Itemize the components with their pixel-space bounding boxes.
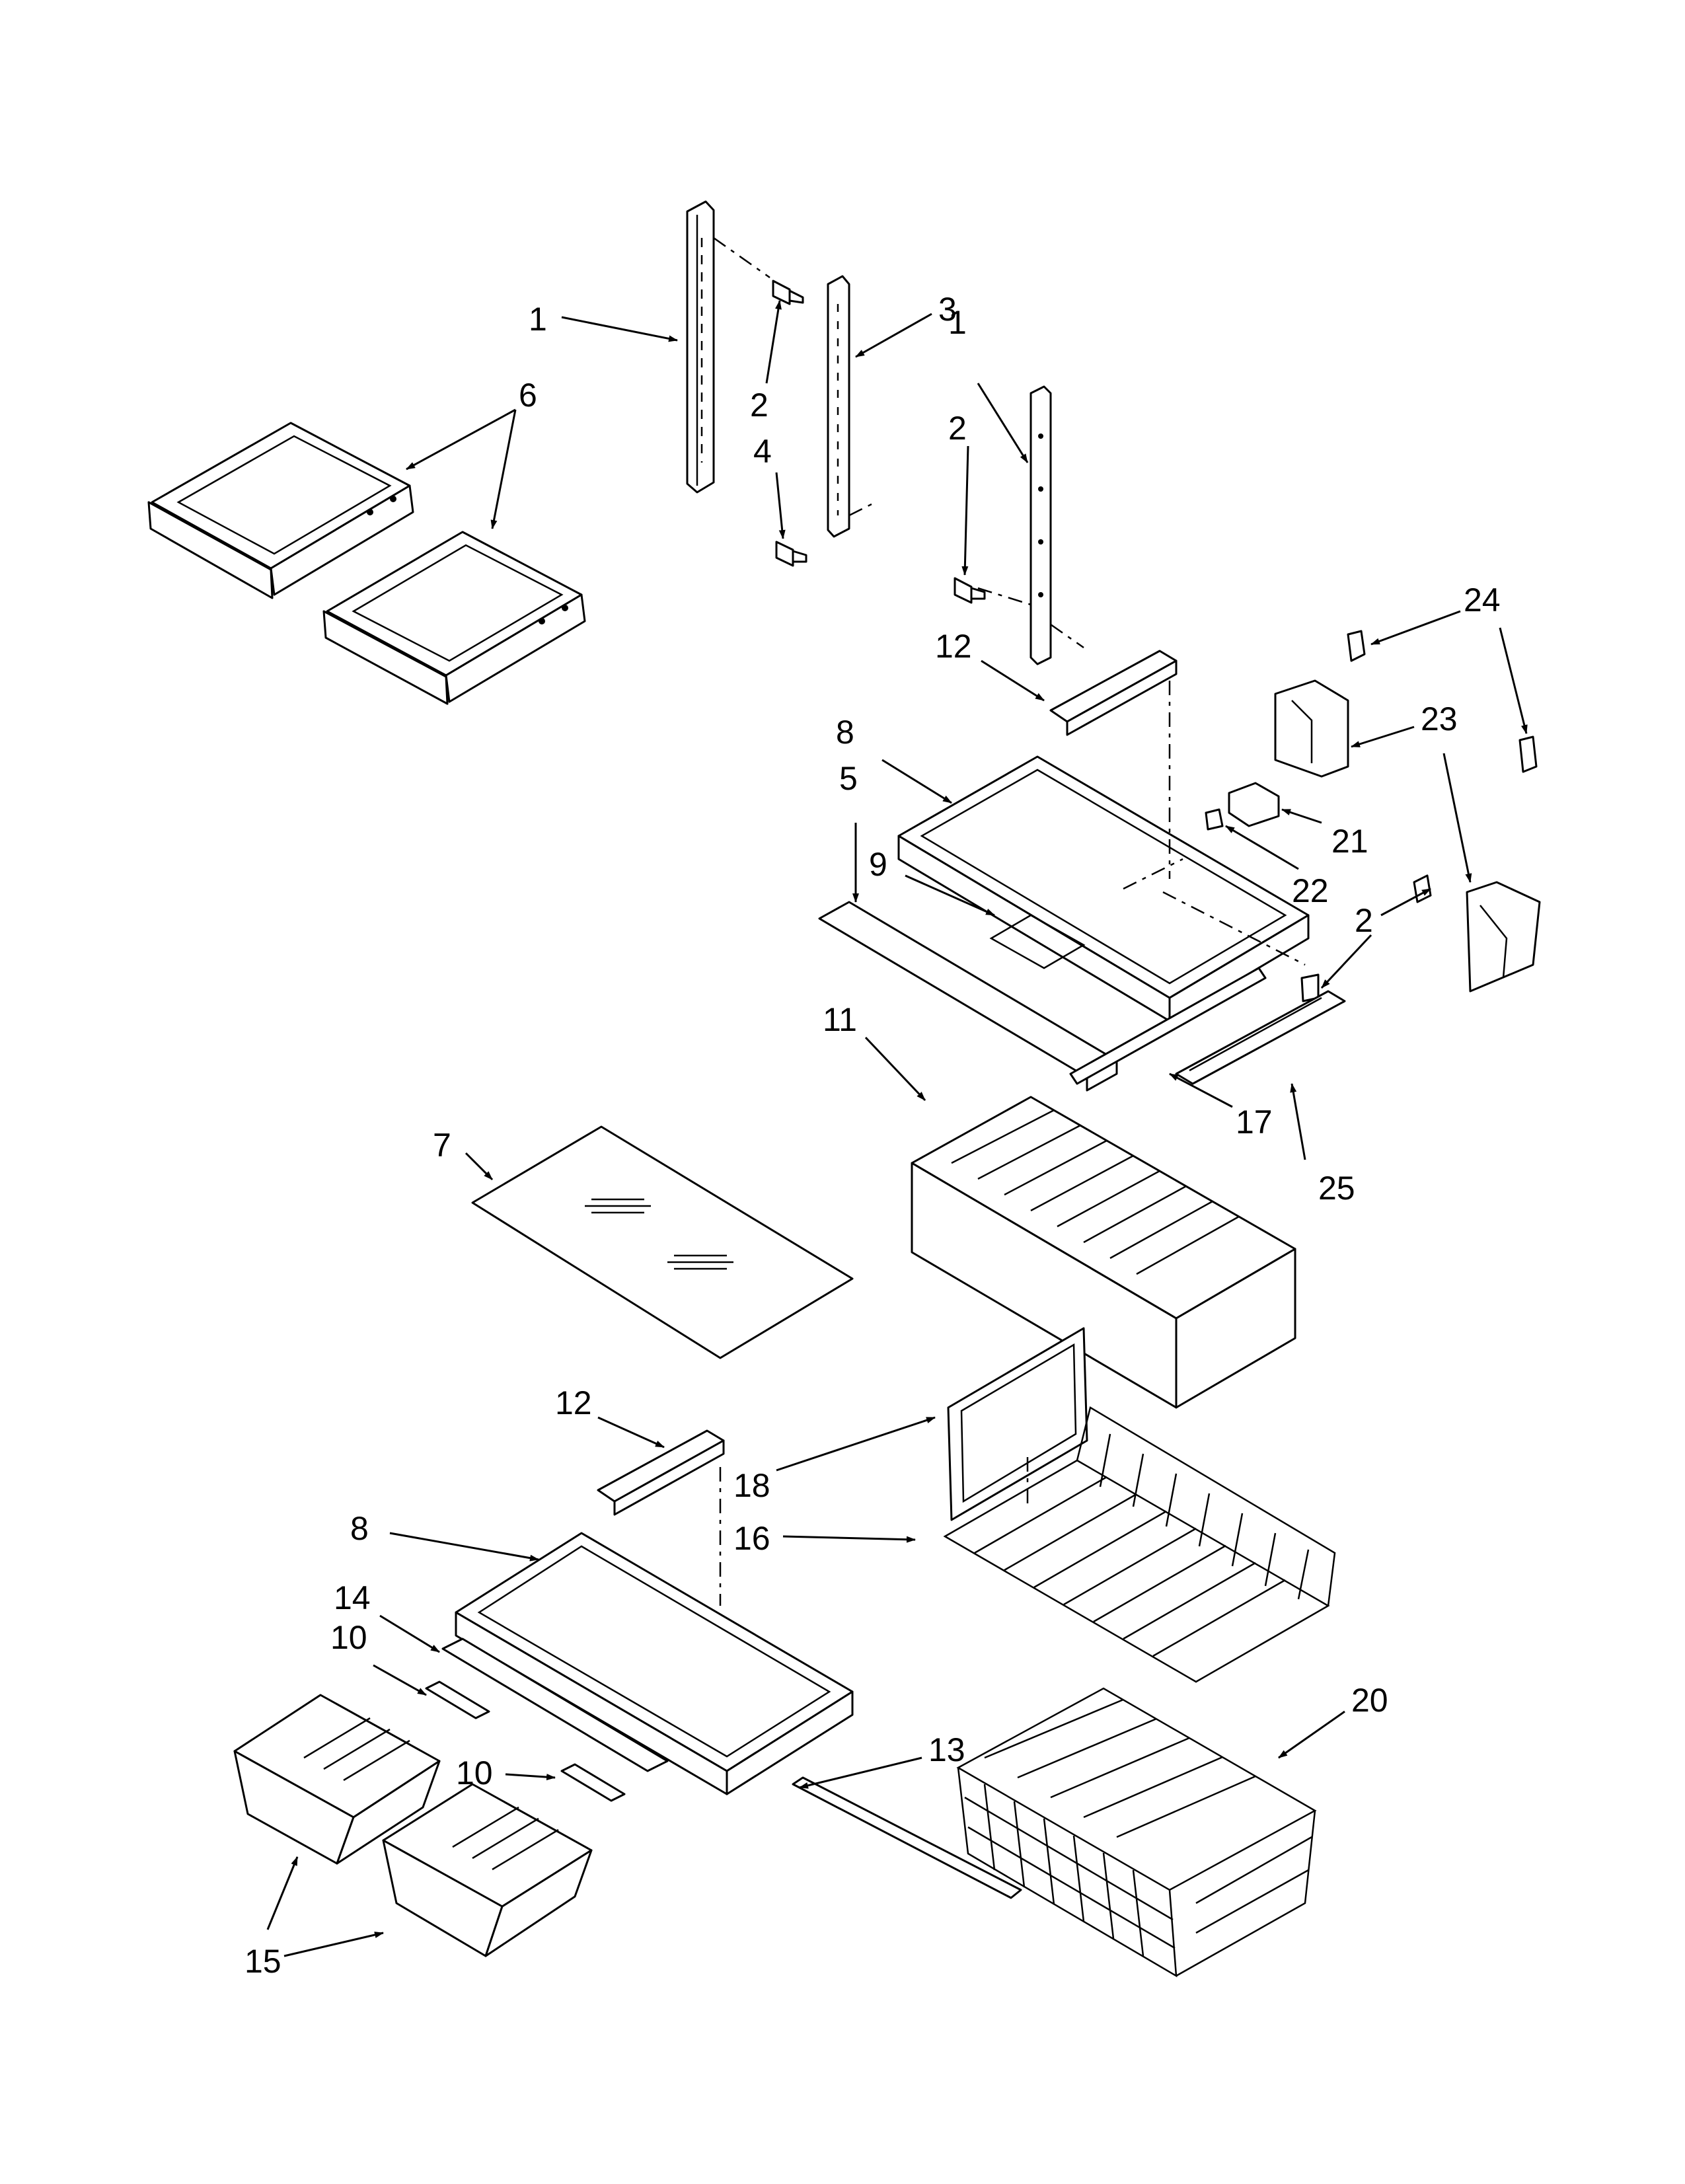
callout-21: 21 [1331, 823, 1368, 860]
sliding-shelf-upper [147, 422, 414, 599]
drawer-frame-lower [455, 1532, 854, 1795]
callout-2-a: 2 [750, 387, 768, 424]
callout-24: 24 [1464, 582, 1501, 619]
bracket-lower [1466, 881, 1541, 993]
callout-9: 9 [869, 846, 887, 883]
upright-rail-center [827, 275, 850, 538]
glass-shelf [471, 1125, 854, 1359]
slide-cover-lower [597, 1429, 725, 1516]
callout-14: 14 [334, 1579, 371, 1616]
callout-20: 20 [1351, 1682, 1388, 1719]
sliding-shelf-lower [322, 531, 586, 705]
callout-15: 15 [244, 1943, 281, 1980]
connector [1205, 808, 1224, 831]
callout-17: 17 [1236, 1104, 1273, 1141]
leader-lines [266, 300, 1528, 1957]
screw-top [772, 280, 804, 305]
actuator [1228, 782, 1280, 827]
callout-10-a: 10 [330, 1619, 367, 1656]
callout-8-b: 8 [350, 1510, 369, 1547]
callout-2-b: 2 [948, 410, 967, 447]
wire-basket-upper [943, 1406, 1336, 1683]
callout-labels: 1 1 2 2 2 3 4 5 6 7 8 8 9 10 10 11 12 12… [244, 291, 1501, 1980]
slide-cover-upper [1049, 650, 1178, 736]
crisper-bin-left [233, 1694, 441, 1865]
slide-rail-assembly [1175, 990, 1346, 1085]
basket-divider [947, 1327, 1088, 1521]
callout-13: 13 [928, 1731, 965, 1768]
damper-vane [989, 914, 1086, 969]
callout-11: 11 [823, 1001, 857, 1038]
callout-12-a: 12 [935, 628, 972, 665]
callout-2-c: 2 [1355, 902, 1373, 939]
wire-basket-lower [956, 1687, 1317, 1978]
screw-middle [775, 541, 807, 567]
callout-7: 7 [433, 1127, 451, 1164]
callout-4: 4 [753, 433, 772, 470]
slide-bracket [1069, 967, 1267, 1085]
screw-bracket [1413, 874, 1432, 903]
callout-5: 5 [839, 760, 858, 797]
callout-3: 3 [938, 291, 957, 328]
drawer-guide-left [425, 1680, 490, 1719]
deli-drawer [911, 1096, 1296, 1409]
cover-rod [792, 1776, 1022, 1899]
bracket-upper [1274, 679, 1349, 778]
callout-25: 25 [1318, 1170, 1355, 1207]
callout-8-a: 8 [836, 714, 854, 751]
callout-22: 22 [1292, 872, 1329, 909]
drawer-guide-right [560, 1763, 626, 1802]
callout-23: 23 [1421, 700, 1458, 737]
upright-rail-left [686, 200, 715, 494]
front-trim-lower [441, 1638, 669, 1772]
callout-18: 18 [733, 1467, 770, 1504]
callout-10-b: 10 [456, 1754, 493, 1791]
clip-lower [1518, 735, 1538, 773]
callout-6: 6 [519, 377, 537, 414]
drawer-frame-upper [897, 755, 1310, 1022]
clip-upper [1347, 630, 1366, 662]
crisper-bin-right [382, 1783, 593, 1957]
callout-12-b: 12 [555, 1384, 592, 1421]
screw-right [954, 577, 986, 604]
callout-1-b: 1 [948, 304, 967, 341]
callout-16: 16 [733, 1520, 770, 1557]
callout-1-a: 1 [529, 301, 547, 338]
upright-rail-right [1030, 385, 1052, 665]
